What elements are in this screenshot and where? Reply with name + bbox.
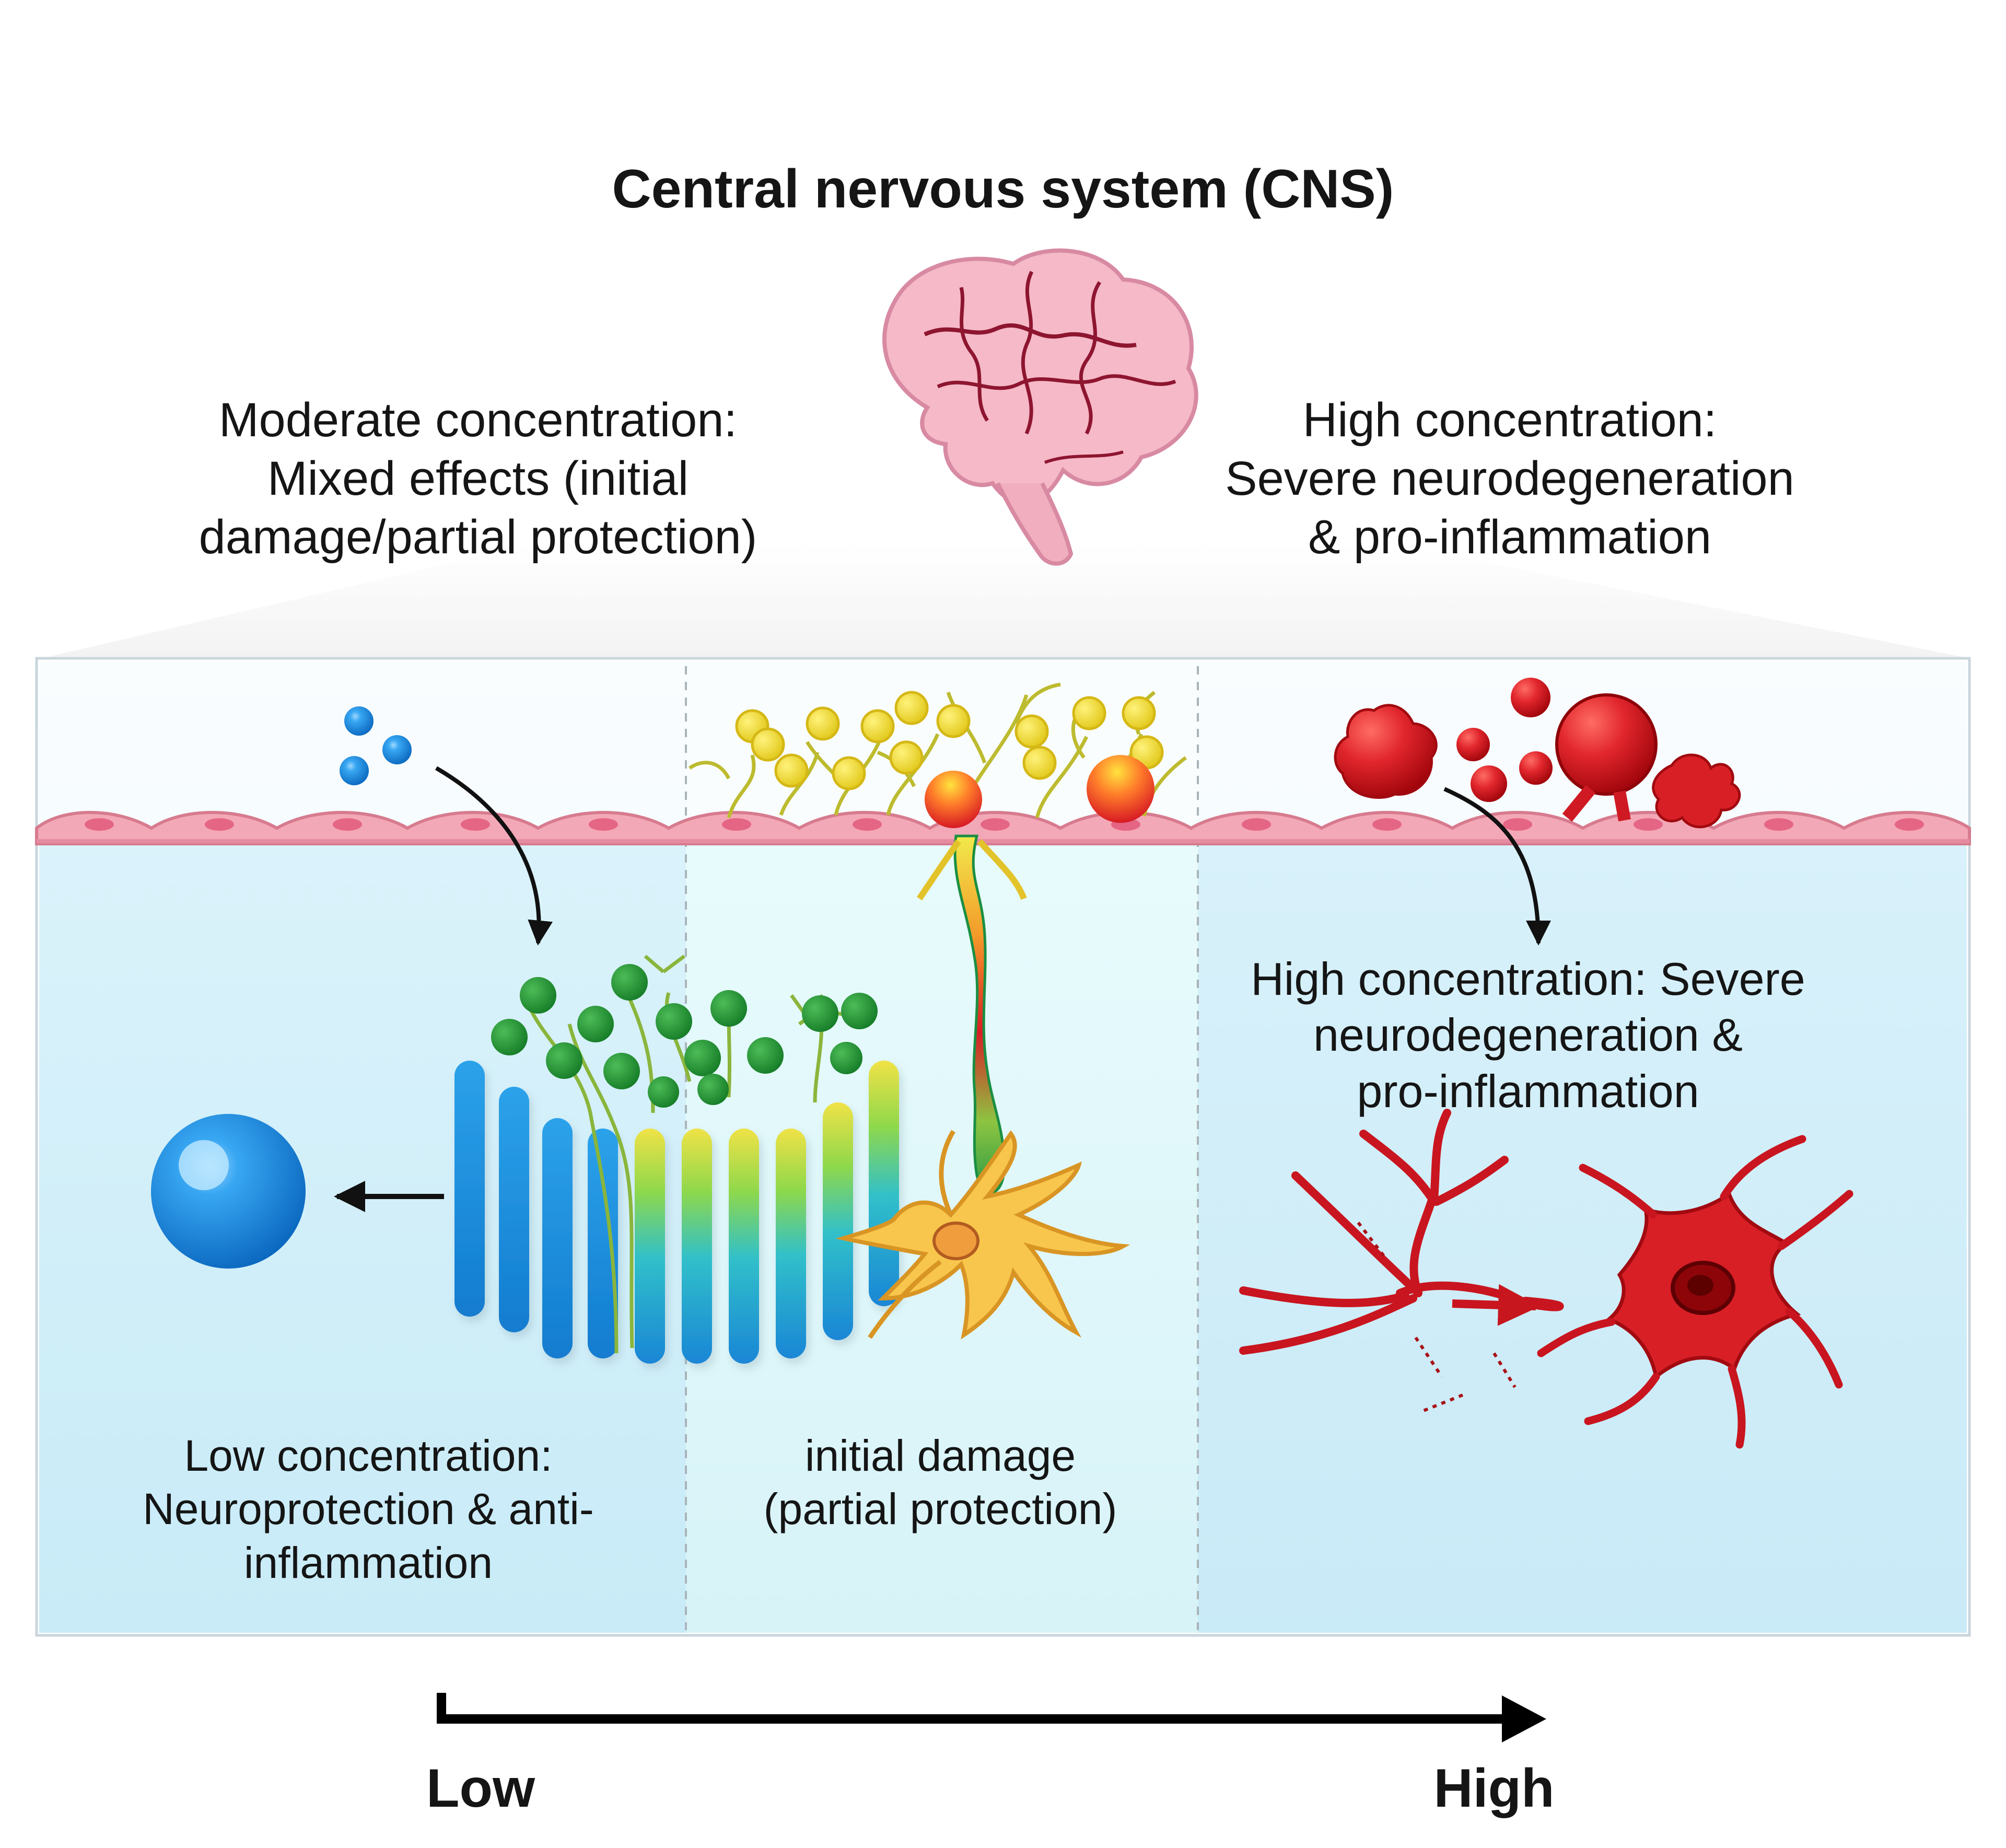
high-top-label: High concentration: Severe neurodegenera… — [1149, 391, 1870, 567]
blue-cell-icon — [151, 1114, 306, 1269]
red-damaged-neuron-icon — [1239, 1109, 1853, 1449]
moderate-top-heading: Moderate concentration: — [218, 393, 738, 447]
low-panel-line-1: Low concentration: — [184, 1431, 553, 1480]
green-signal-nodes — [491, 964, 878, 1108]
high-top-line-3: & pro-inflammation — [1308, 510, 1712, 564]
low-concentration-particles — [340, 706, 412, 785]
diagram-title: Central nervous system (CNS) — [612, 159, 1394, 219]
moderate-top-line-3: damage/partial protection) — [199, 510, 757, 564]
moderate-right-branch — [977, 839, 1027, 900]
brain-icon — [882, 248, 1198, 566]
concentration-axis — [437, 1693, 1546, 1742]
high-concentration-particles — [1334, 678, 1741, 829]
high-top-line-2: Severe neurodegeneration — [1225, 452, 1794, 506]
perspective-shading — [42, 543, 1969, 658]
high-panel-label: High concentration: Severe neurodegenera… — [1202, 951, 1855, 1119]
high-panel-line-1: High concentration: Severe — [1251, 953, 1805, 1005]
moderate-yellow-nodes — [735, 691, 1164, 791]
moderate-panel-label: initial damage (partial protection) — [700, 1429, 1181, 1536]
yellow-neuron-icon — [835, 1130, 1130, 1340]
moderate-panel-line-2: (partial protection) — [763, 1484, 1117, 1534]
moderate-left-branch — [917, 839, 961, 901]
low-panel-label: Low concentration: Neuroprotection & ant… — [94, 1429, 643, 1589]
high-panel-line-3: pro-inflammation — [1357, 1065, 1699, 1117]
neuroprotective-receptor-array — [454, 1061, 899, 1364]
low-panel-line-3: inflammation — [243, 1538, 493, 1587]
low-entry-arrow — [435, 766, 553, 946]
low-panel-line-2: Neuroprotection & anti- — [143, 1484, 594, 1534]
moderate-damage-spheres — [925, 755, 1154, 828]
moderate-top-line-2: Mixed effects (initial — [267, 452, 689, 506]
high-top-heading: High concentration: — [1302, 393, 1717, 447]
axis-low-label: Low — [426, 1758, 535, 1819]
axis-high-label: High — [1433, 1758, 1555, 1819]
moderate-top-label: Moderate concentration: Mixed effects (i… — [131, 391, 825, 567]
high-entry-arrow — [1443, 787, 1551, 946]
high-panel-line-2: neurodegeneration & — [1313, 1009, 1743, 1061]
moderate-panel-line-1: initial damage — [804, 1431, 1076, 1480]
